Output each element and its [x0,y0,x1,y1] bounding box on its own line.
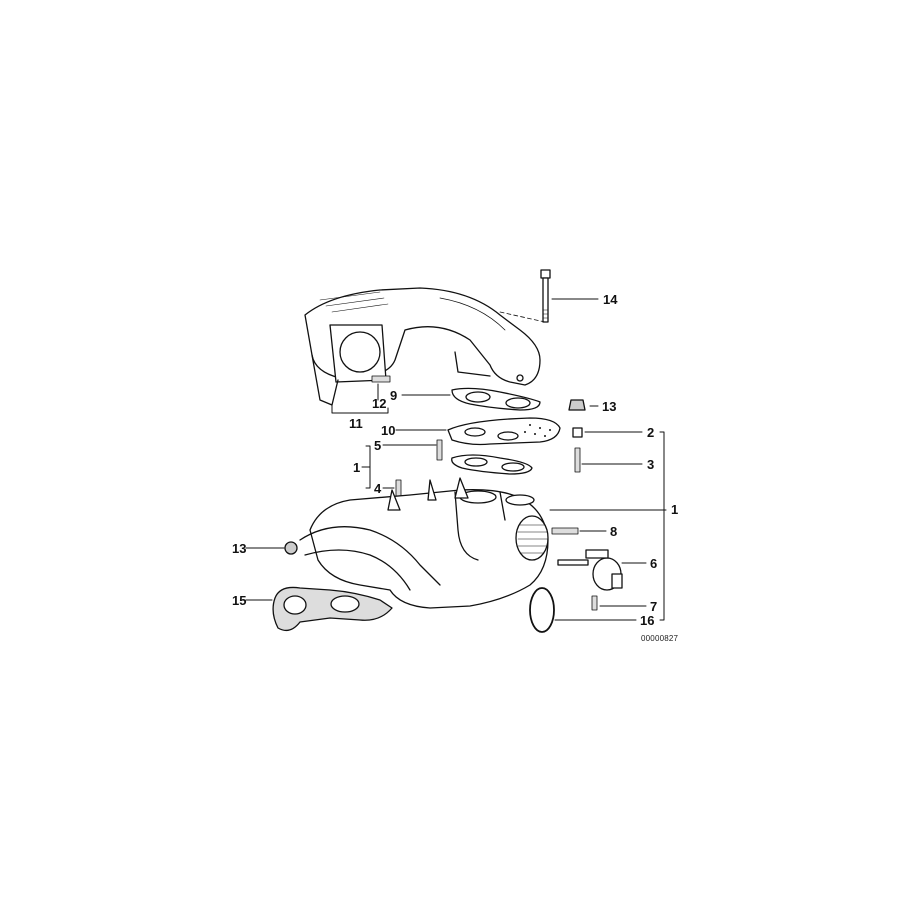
callout-label: 16 [640,613,655,628]
callout-label: 3 [647,457,655,472]
callout-label: 6 [650,556,658,571]
callout-label: 8 [610,524,618,539]
valve-6-part [557,549,623,591]
gasket-9-part [451,387,541,411]
callout-label: 5 [374,438,382,453]
callout-label: 7 [650,599,658,614]
callout-label: 1 [671,502,679,517]
stud-4-part [395,479,402,497]
diagram-reference-number: 00000827 [641,634,679,643]
callout-label: 11 [349,416,363,431]
callout-label: 13 [232,541,247,556]
callout-label: 2 [647,425,655,440]
callout-label: 14 [603,292,618,307]
upper-plenum-part [304,287,541,406]
callout-label: 4 [374,481,382,496]
callout-label: 1 [353,460,361,475]
o-ring-16-part [529,587,555,633]
stud-8-part [551,527,579,535]
lower-manifold-part [299,477,549,609]
callout-label: 13 [602,399,617,414]
callout-label: 15 [232,593,247,608]
callout-label: 12 [372,396,387,411]
screw-7-part [591,595,598,611]
gasket-lower-part [451,454,533,475]
gasket-15-part [272,586,393,632]
stud-5-part [436,439,443,461]
callout-label: 10 [381,423,396,438]
callout-label: 9 [390,388,398,403]
bolt-14-part [499,269,551,323]
plate-10-part [447,417,561,446]
stud-3-part [574,447,581,473]
leader-lines [245,298,667,621]
nut-13-left-part [284,541,298,555]
cap-2-part [572,427,583,438]
nut-13-upper-part [568,399,586,411]
